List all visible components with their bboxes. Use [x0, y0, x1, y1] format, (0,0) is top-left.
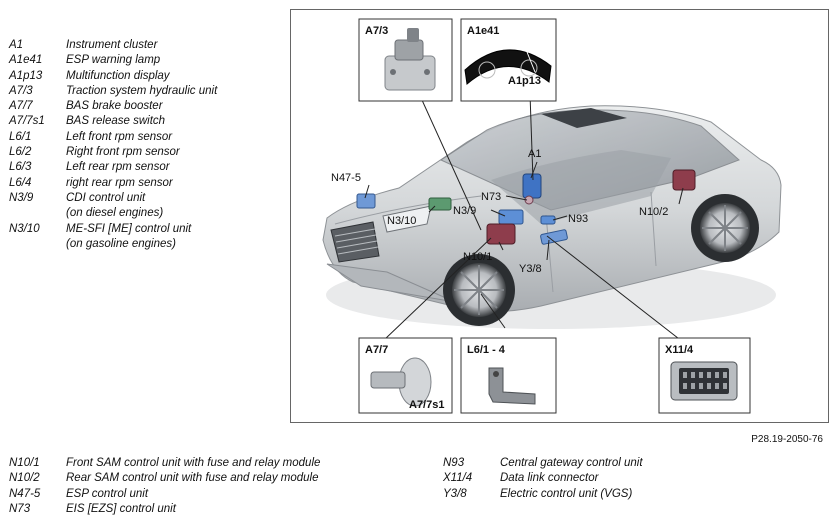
vehicle-diagram: A1 N47-5 N73 N3/9 N3/10 N93 N10/2 N10/1 … [290, 9, 829, 423]
legend-description: Central gateway control unit [500, 457, 643, 469]
legend-description: (on gasoline engines) [66, 237, 176, 250]
legend-description: Right front rpm sensor [66, 146, 180, 159]
inset-a7-7: A7/7 A7/7s1 [358, 337, 453, 414]
legend-code: L6/4 [9, 176, 32, 189]
legend-description: BAS brake booster [66, 100, 163, 113]
legend-code: N3/9 [9, 191, 34, 204]
legend-description: Instrument cluster [66, 39, 158, 51]
legend-description: Left front rpm sensor [66, 130, 173, 143]
inset-a7-7s1-label: A7/7s1 [409, 399, 444, 411]
legend-description: EIS [EZS] control unit [66, 502, 176, 515]
legend-code: N10/2 [9, 472, 40, 485]
inset-l6-label: L6/1 - 4 [467, 344, 506, 356]
legend-row: (on diesel engines) [9, 206, 284, 221]
gateway-component [540, 215, 556, 225]
legend-description: BAS release switch [66, 115, 166, 128]
legend-row: A1 Instrument cluster [9, 38, 284, 53]
car-components [356, 169, 696, 245]
legend-description: Rear SAM control unit with fuse and rela… [66, 472, 319, 485]
instrument-cluster-component [522, 173, 542, 199]
legend-row: N73 EIS [EZS] control unit [9, 502, 429, 517]
legend-row: N3/10 ME-SFI [ME] control unit [9, 222, 284, 237]
legend-row: X11/4 Data link connector [443, 471, 823, 486]
legend-row: N10/1 Front SAM control unit with fuse an… [9, 456, 429, 471]
legend-description: Front SAM control unit with fuse and rel… [66, 457, 321, 469]
legend-description: right rear rpm sensor [66, 176, 173, 189]
legend-row: L6/3 Left rear rpm sensor [9, 160, 284, 175]
legend-description: ME-SFI [ME] control unit [66, 222, 192, 235]
callout-n73: N73 [481, 191, 501, 203]
callout-n10-2: N10/2 [639, 206, 668, 218]
callout-a1: A1 [528, 148, 541, 160]
inset-x11-4: X11/4 [658, 337, 751, 414]
legend-row: N93 Central gateway control unit [443, 456, 823, 471]
legend-code: A1 [9, 39, 24, 51]
inset-x11-4-label: X11/4 [665, 344, 694, 356]
legend-code: N73 [9, 502, 31, 515]
legend-code: L6/3 [9, 161, 32, 174]
figure-reference: P28.19-2050-76 [751, 434, 823, 445]
legend-row: N3/9 CDI control unit [9, 191, 284, 206]
callout-n3-10: N3/10 [387, 215, 416, 227]
rear-wheel [691, 194, 759, 262]
legend-description: ESP control unit [66, 487, 149, 500]
vehicle-diagram-svg: A1 N47-5 N73 N3/9 N3/10 N93 N10/2 N10/1 … [322, 18, 782, 414]
callout-n10-1: N10/1 [463, 251, 492, 263]
legend-row: (on gasoline engines) [9, 237, 284, 252]
inset-a1e41-label: A1e41 [467, 25, 499, 37]
rpm-sensor-icon [488, 367, 536, 405]
legend-description: Left rear rpm sensor [66, 161, 170, 174]
legend-row: A1e41 ESP warning lamp [9, 53, 284, 68]
legend-code: A7/3 [9, 84, 33, 97]
legend-code: N10/1 [9, 457, 40, 469]
rear-sam-component [672, 169, 696, 191]
legend-row: Y3/8 Electric control unit (VGS) [443, 487, 823, 502]
legend-row: A7/7s1 BAS release switch [9, 114, 284, 129]
legend-row: A1p13 Multifunction display [9, 69, 284, 84]
legend-code: N93 [443, 457, 465, 469]
legend-code: N3/10 [9, 222, 40, 235]
car-body [322, 105, 782, 313]
legend-row: L6/2 Right front rpm sensor [9, 145, 284, 160]
legend-code: Y3/8 [443, 487, 467, 500]
legend-description: Electric control unit (VGS) [500, 487, 633, 500]
callout-y3-8: Y3/8 [519, 263, 542, 275]
callout-n3-9: N3/9 [453, 205, 476, 217]
legend-row: A7/7 BAS brake booster [9, 99, 284, 114]
legend-description: Data link connector [500, 472, 599, 485]
inset-a7-7-label: A7/7 [365, 344, 388, 356]
legend-code: A7/7 [9, 100, 33, 113]
legend-code: A1p13 [9, 69, 43, 82]
callout-n93: N93 [568, 213, 588, 225]
inset-a1p13-label: A1p13 [508, 75, 541, 87]
inset-a7-3-label: A7/3 [365, 25, 388, 37]
callout-n47-5: N47-5 [331, 172, 361, 184]
legend-control-units: N10/1 Front SAM control unit with fuse an… [9, 456, 429, 517]
legend-description: CDI control unit [66, 191, 146, 204]
legend-code: X11/4 [443, 472, 473, 485]
legend-code: N47-5 [9, 487, 41, 500]
inset-a7-3: A7/3 [358, 18, 453, 102]
legend-code: A7/7s1 [9, 115, 45, 128]
legend-row: N47-5 ESP control unit [9, 487, 429, 502]
inset-l6: L6/1 - 4 [460, 337, 557, 414]
legend-description: Traction system hydraulic unit [66, 84, 218, 97]
legend-code: A1e41 [9, 54, 43, 67]
legend-row: N10/2 Rear SAM control unit with fuse and… [9, 471, 429, 486]
legend-description: ESP warning lamp [66, 54, 161, 67]
legend-description: (on diesel engines) [66, 207, 164, 220]
front-wheel [443, 254, 515, 326]
legend-code: L6/2 [9, 146, 32, 159]
cdi-control-unit-component [498, 209, 524, 225]
legend-row: L6/4 right rear rpm sensor [9, 176, 284, 191]
front-sam-component [486, 223, 516, 245]
legend-code: L6/1 [9, 130, 32, 143]
legend-row: A7/3 Traction system hydraulic unit [9, 84, 284, 99]
legend-row: L6/1 Left front rpm sensor [9, 130, 284, 145]
inset-a1e41: A1e41 A1p13 [460, 18, 557, 102]
legend-description: Multifunction display [66, 69, 170, 82]
